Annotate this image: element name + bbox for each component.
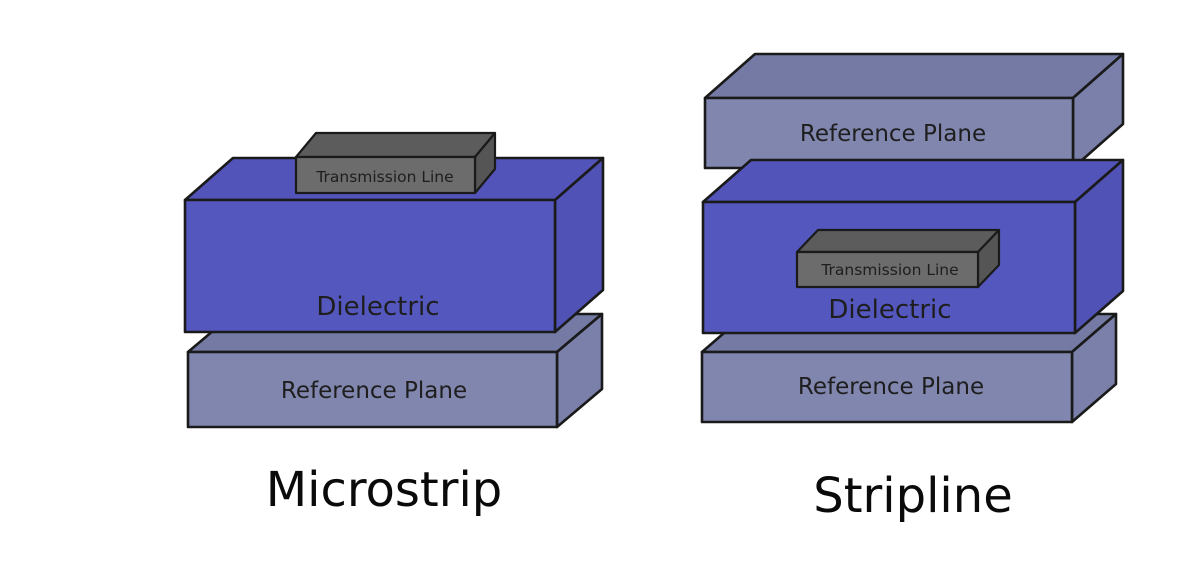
stripline-top-reference-plane-label: Reference Plane: [800, 121, 986, 147]
microstrip-dielectric-label: Dielectric: [316, 292, 439, 322]
stripline-top-reference-plane-top-face: [703, 52, 1125, 100]
stripline-transmission-line-top-face: [795, 228, 1001, 254]
stripline-bottom-reference-plane-label: Reference Plane: [798, 374, 984, 400]
microstrip-reference-plane-front-face: [186, 350, 559, 429]
stripline-transmission-line-box: Transmission Line: [795, 228, 1001, 289]
microstrip-transmission-line-box: Transmission Line: [294, 131, 497, 195]
microstrip-transmission-line-top-face: [294, 131, 497, 159]
microstrip-transmission-line-label: Transmission Line: [315, 168, 453, 186]
stripline-bottom-reference-plane-front-face: [700, 350, 1074, 424]
stripline-diagram: Reference Plane Reference Plane Dielectr…: [700, 52, 1125, 524]
stripline-transmission-line-front-face: [795, 250, 980, 289]
microstrip-transmission-line-front-face: [294, 155, 477, 195]
stripline-dielectric-label: Dielectric: [828, 295, 951, 325]
stripline-dielectric-top-face: [701, 158, 1125, 204]
microstrip-dielectric-front-face: [183, 198, 557, 334]
microstrip-diagram: Reference Plane Dielectric Transmission …: [183, 131, 605, 518]
microstrip-reference-plane-label: Reference Plane: [281, 378, 467, 404]
microstrip-title: Microstrip: [266, 462, 503, 518]
microstrip-dielectric-box: Dielectric: [183, 156, 605, 334]
stripline-transmission-line-label: Transmission Line: [820, 261, 958, 279]
stripline-title: Stripline: [813, 468, 1012, 524]
stripline-top-reference-plane-box: Reference Plane: [703, 52, 1125, 170]
